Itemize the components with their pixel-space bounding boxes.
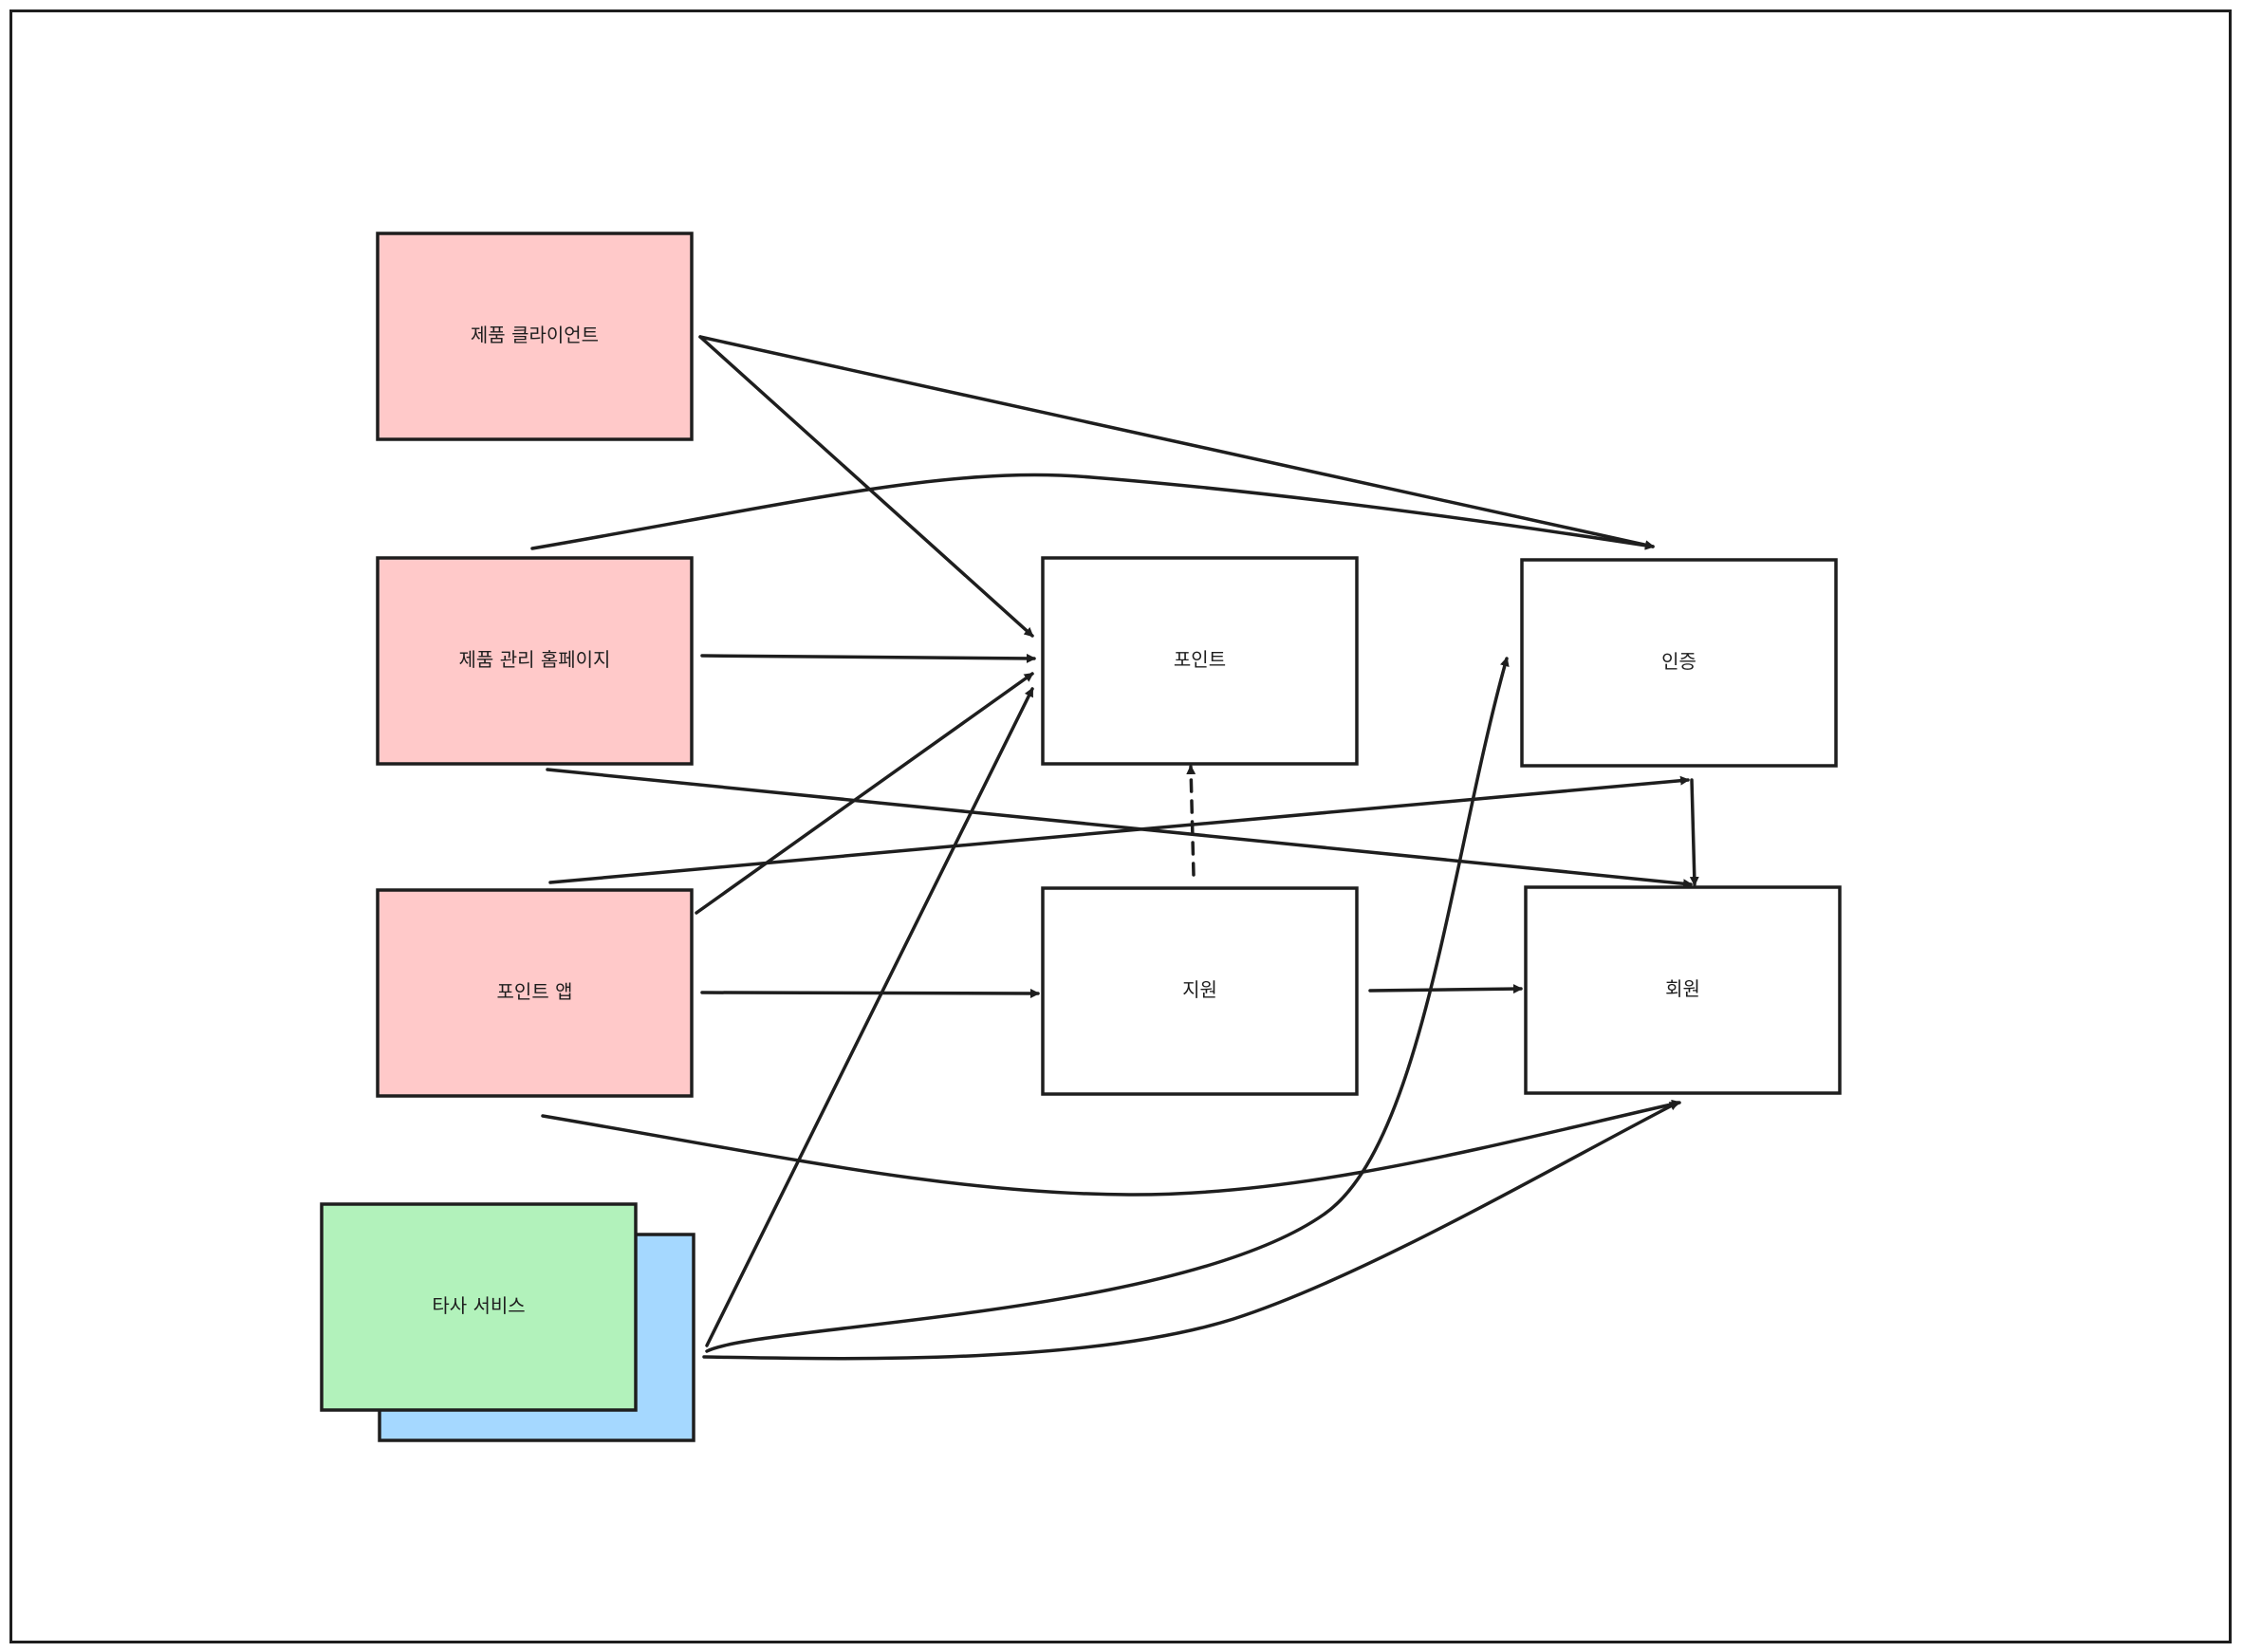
node-member-label: 회원: [1665, 977, 1700, 1000]
node-product-client-box[interactable]: [376, 232, 694, 441]
node-product-admin-label: 제품 관리 홈페이지: [459, 648, 611, 671]
node-product-client-label: 제품 클라이언트: [471, 324, 599, 346]
node-member[interactable]: 회원: [1524, 885, 1842, 1095]
edge-product-client-to-point: [698, 335, 1034, 638]
node-member-box[interactable]: [1524, 885, 1842, 1095]
edges-layer: [530, 335, 1699, 1361]
edge-point-app-to-auth: [548, 775, 1690, 884]
node-point-label: 포인트: [1174, 648, 1226, 671]
edge-product-client-to-auth: [698, 335, 1655, 550]
node-third-party-label: 타사 서비스: [432, 1294, 525, 1317]
node-point[interactable]: 포인트: [1041, 556, 1359, 766]
node-support[interactable]: 지원: [1041, 886, 1359, 1096]
node-product-admin-box[interactable]: [376, 556, 694, 766]
edge-third-party-to-point: [705, 687, 1034, 1347]
edge-support-to-point: [1186, 765, 1196, 877]
edge-third-party-to-member: [702, 1101, 1679, 1361]
node-point-app-label: 포인트 앱: [497, 980, 573, 1003]
edge-product-admin-to-point: [700, 653, 1036, 663]
node-third-party-box[interactable]: [320, 1202, 638, 1412]
canvas-frame: [9, 9, 2232, 1643]
edge-auth-to-member: [1689, 778, 1699, 886]
node-point-app[interactable]: 포인트 앱: [376, 888, 694, 1098]
node-auth-label: 인증: [1661, 650, 1696, 673]
edge-point-app-to-point: [695, 672, 1034, 915]
node-support-box[interactable]: [1041, 886, 1359, 1096]
node-support-label: 지원: [1182, 978, 1217, 1001]
edge-product-admin-to-auth: [530, 473, 1655, 550]
node-point-app-box[interactable]: [376, 888, 694, 1098]
node-third-party[interactable]: 타사 서비스: [320, 1202, 695, 1442]
node-auth[interactable]: 인증: [1520, 558, 1838, 768]
edge-third-party-to-auth: [705, 657, 1510, 1353]
edge-support-to-member: [1368, 984, 1523, 994]
node-point-box[interactable]: [1041, 556, 1359, 766]
node-product-admin[interactable]: 제품 관리 홈페이지: [376, 556, 694, 766]
edge-product-admin-to-member: [546, 768, 1693, 889]
node-product-client[interactable]: 제품 클라이언트: [376, 232, 694, 441]
node-auth-box[interactable]: [1520, 558, 1838, 768]
edge-point-app-to-member: [541, 1099, 1681, 1197]
